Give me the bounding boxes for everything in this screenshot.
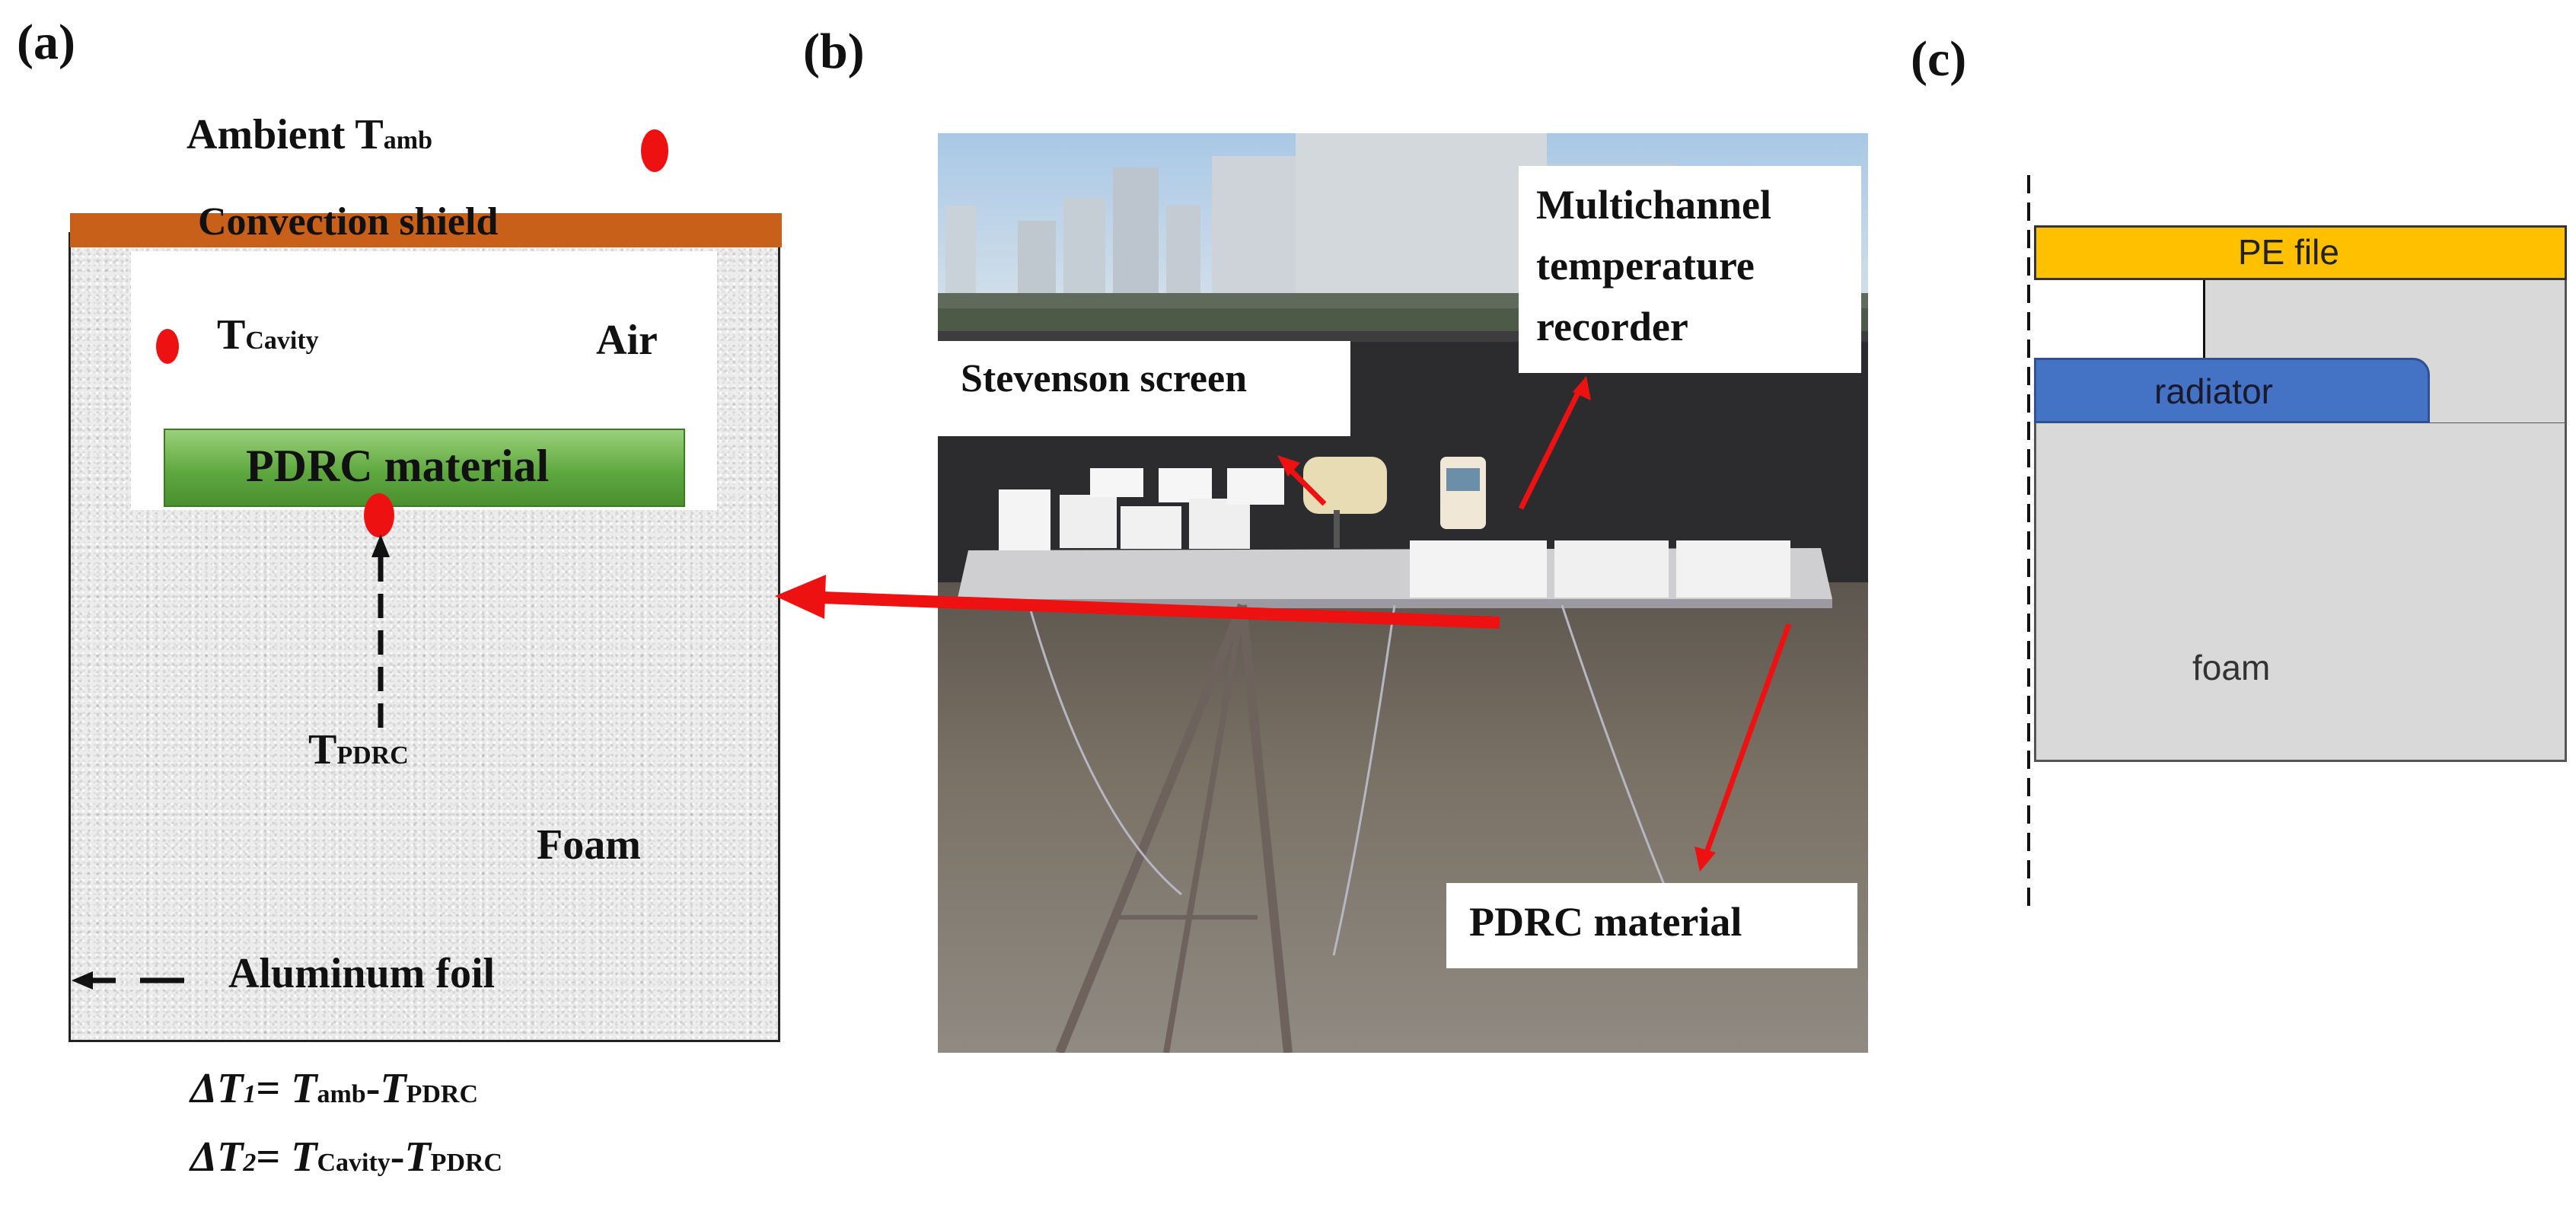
eq1-index: 1	[243, 1080, 257, 1108]
pdrc-material-label: PDRC material	[246, 441, 550, 491]
eq2-index: 2	[243, 1149, 257, 1177]
eq2-t1-subscript: Cavity	[317, 1149, 391, 1177]
stevenson-screen-label: Stevenson screen	[961, 357, 1248, 400]
eq1-minus: -	[365, 1065, 381, 1112]
eq2-minus: -	[390, 1133, 405, 1181]
pe-film-block	[2034, 225, 2567, 280]
recorder-label-line2: temperature	[1536, 243, 1755, 289]
aluminum-foil-arrow	[72, 971, 184, 990]
cavity-temp-text: T	[217, 311, 246, 359]
cavity-outline	[2034, 278, 2206, 422]
equation-delta-t2: ΔT2= TCavity-TPDRC	[190, 1133, 502, 1181]
pdrc-temp-text: T	[308, 726, 337, 773]
convection-shield	[70, 213, 782, 247]
eq2-equals: =	[256, 1133, 292, 1181]
ambient-subscript: amb	[383, 126, 433, 155]
symmetry-axis	[2027, 175, 2030, 906]
ambient-label: Ambient Tamb	[187, 110, 432, 159]
radiator-block	[2034, 358, 2430, 423]
eq1-t2: T	[380, 1065, 406, 1112]
pdrc-photo-callout	[1446, 883, 1857, 968]
pdrc-temp-arrow	[371, 534, 390, 735]
recorder-label-line3: recorder	[1536, 304, 1688, 349]
stevenson-arrow	[1277, 455, 1327, 506]
eq2-delta: ΔT	[190, 1133, 244, 1181]
cavity-sensor-dot	[156, 329, 179, 364]
recorder-callout	[1519, 166, 1861, 373]
eq2-t2: T	[404, 1133, 431, 1181]
pdrc-temp-subscript: PDRC	[336, 741, 409, 770]
pdrc-material-block	[164, 429, 685, 507]
eq1-t2-subscript: PDRC	[406, 1080, 479, 1108]
ambient-text: Ambient T	[187, 111, 384, 158]
ambient-sensor-dot	[641, 129, 668, 172]
pe-film-text: PE file	[2238, 232, 2339, 272]
convection-shield-label: Convection shield	[198, 200, 499, 244]
air-label: Air	[596, 317, 658, 364]
eq1-equals: =	[256, 1065, 292, 1112]
pdrc-photo-arrow	[1694, 623, 1792, 872]
radiator-text: radiator	[2154, 371, 2273, 411]
recorder-arrow	[1518, 376, 1591, 510]
eq1-delta: ΔT	[190, 1065, 244, 1112]
eq2-t1: T	[291, 1133, 317, 1181]
stevenson-screen-callout	[938, 341, 1350, 436]
pdrc-photo-label: PDRC material	[1469, 899, 1742, 945]
aluminum-foil-label: Aluminum foil	[228, 950, 496, 997]
cavity-temp-label: TCavity	[217, 311, 319, 359]
eq1-t1-subscript: amb	[317, 1080, 366, 1108]
foam-block	[2034, 421, 2567, 762]
eq2-t2-subscript: PDRC	[430, 1149, 503, 1177]
panel-a-label: (a)	[17, 14, 75, 70]
foam-label: Foam	[537, 821, 641, 869]
equation-delta-t1: ΔT1= Tamb-TPDRC	[190, 1064, 478, 1113]
panel-b-label: (b)	[803, 24, 865, 79]
pdrc-sensor-dot	[364, 493, 394, 537]
cavity-temp-subscript: Cavity	[245, 327, 319, 355]
eq1-t1: T	[291, 1065, 317, 1112]
panel-c-label: (c)	[1911, 31, 1967, 87]
foam-text: foam	[2192, 648, 2271, 687]
pdrc-temp-label: TPDRC	[308, 725, 409, 774]
link-arrow-to-panel-a	[775, 575, 1500, 629]
recorder-label-line1: Multichannel	[1536, 182, 1772, 228]
